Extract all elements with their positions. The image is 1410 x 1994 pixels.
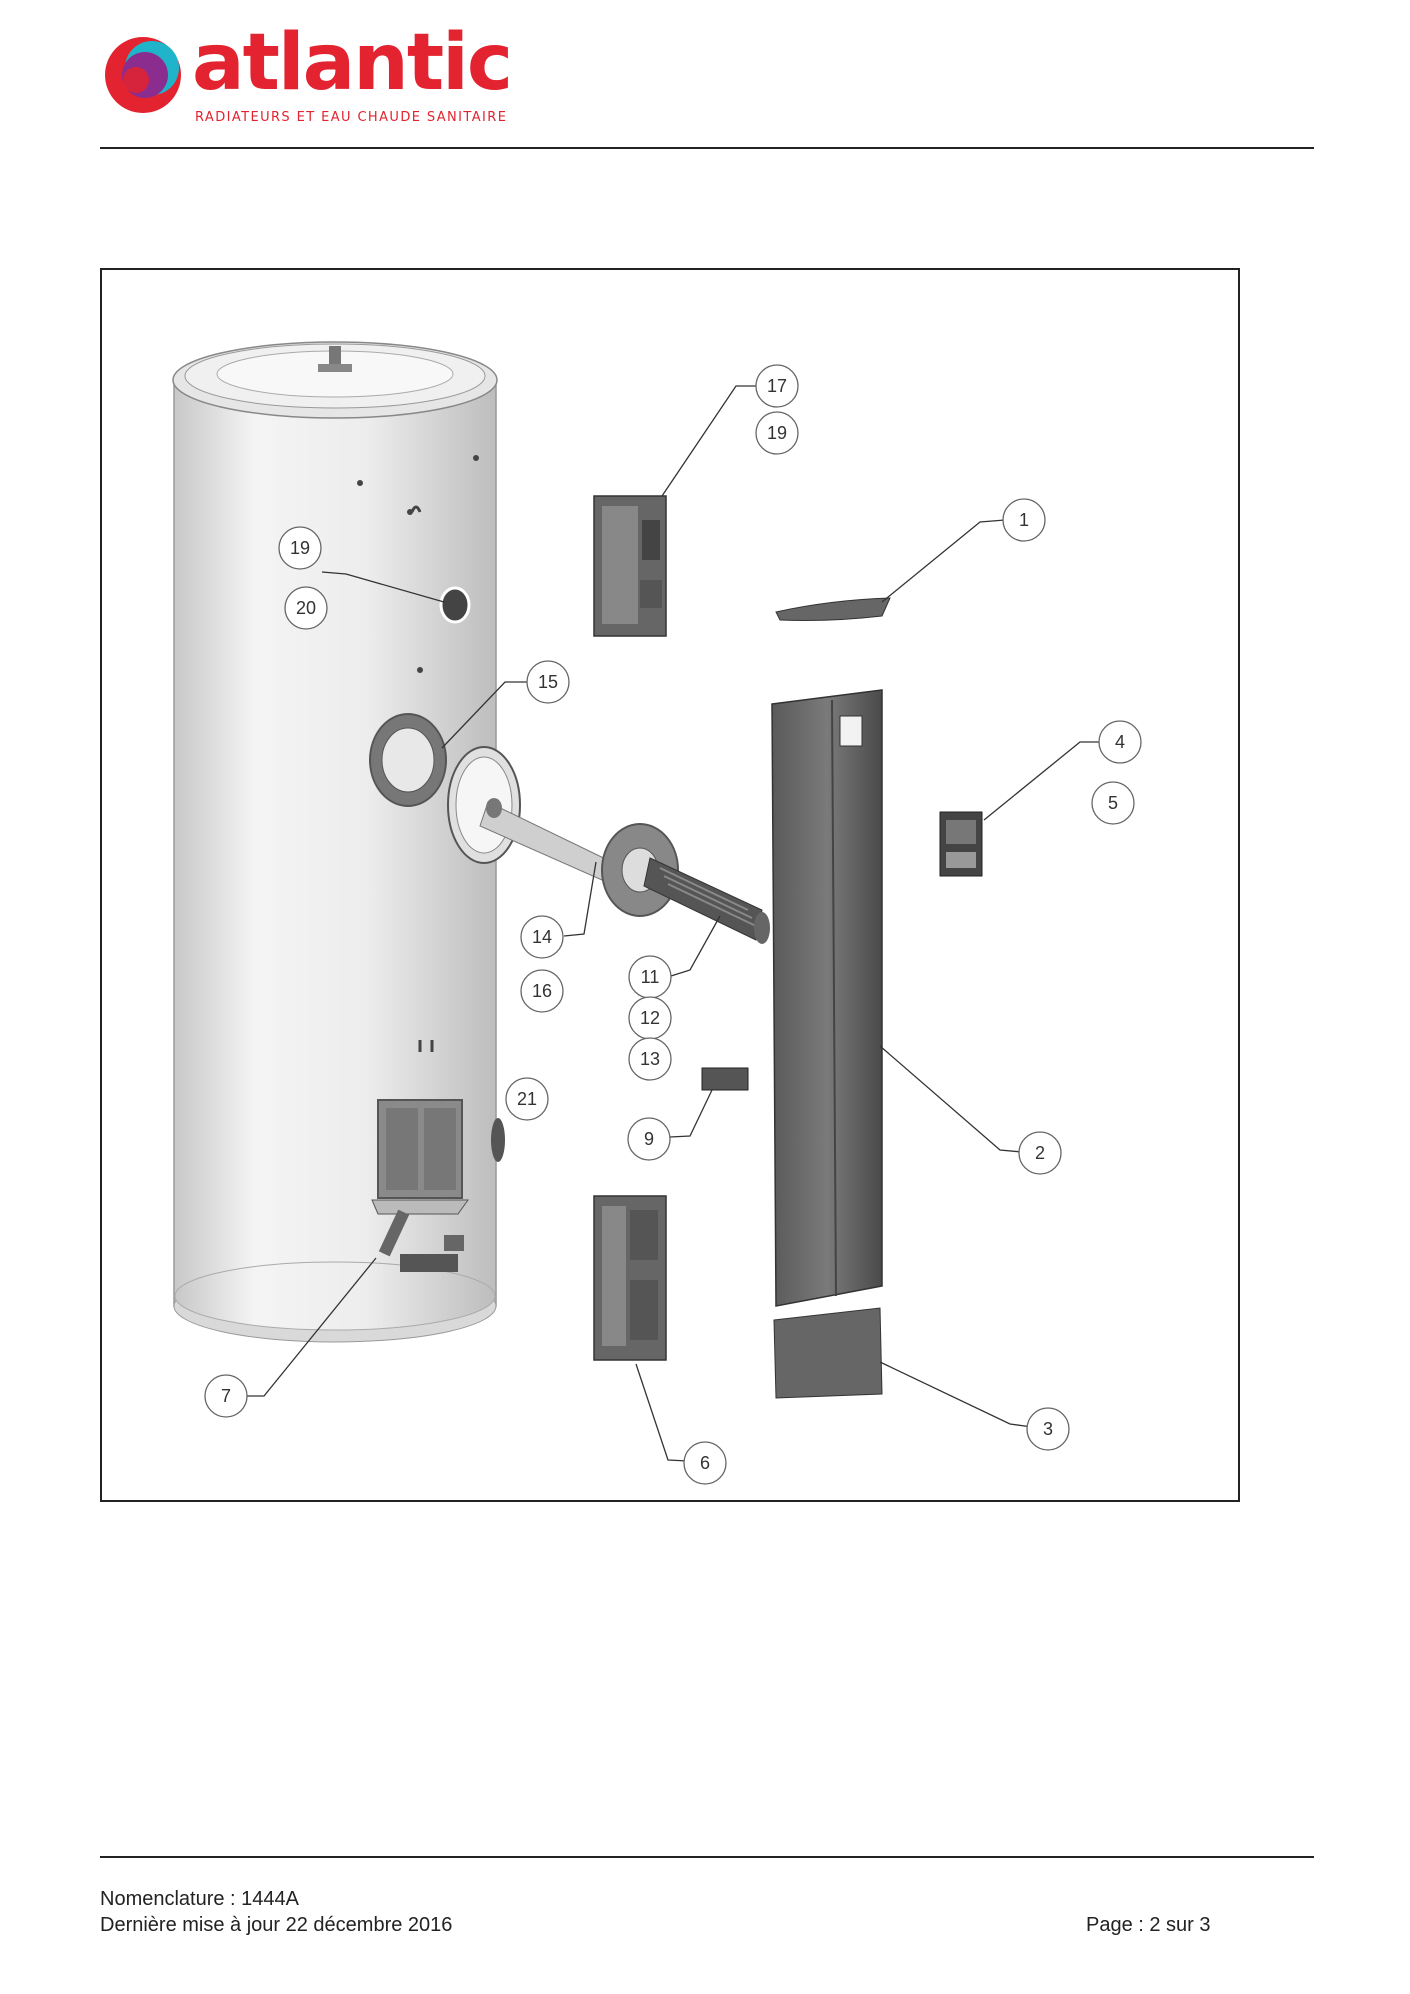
svg-text:12: 12 xyxy=(640,1008,660,1028)
callout-11: 11 xyxy=(628,955,672,999)
svg-text:2: 2 xyxy=(1035,1143,1045,1163)
callout-2: 2 xyxy=(1018,1131,1062,1175)
callout-16: 16 xyxy=(520,969,564,1013)
callout-5: 5 xyxy=(1091,781,1135,825)
svg-text:16: 16 xyxy=(532,981,552,1001)
footer-rule xyxy=(100,1856,1314,1858)
svg-text:1: 1 xyxy=(1019,510,1029,530)
svg-text:9: 9 xyxy=(644,1129,654,1149)
callout-20: 20 xyxy=(284,586,328,630)
callout-4: 4 xyxy=(1098,720,1142,764)
display-unit xyxy=(939,811,983,877)
front-panel xyxy=(771,689,883,1307)
svg-text:17: 17 xyxy=(767,376,787,396)
callout-3: 3 xyxy=(1026,1407,1070,1451)
svg-text:7: 7 xyxy=(221,1386,231,1406)
callout-19-upper: 19 xyxy=(755,411,799,455)
leader-lines xyxy=(244,385,1104,1462)
callout-19-tank: 19 xyxy=(278,526,322,570)
brand-tagline: RADIATEURS ET EAU CHAUDE SANITAIRE xyxy=(195,110,508,125)
svg-text:11: 11 xyxy=(641,967,660,987)
callout-15: 15 xyxy=(526,660,570,704)
callout-1: 1 xyxy=(1002,498,1046,542)
callout-7: 7 xyxy=(204,1374,248,1418)
lower-control-board xyxy=(593,1195,667,1361)
callout-14: 14 xyxy=(520,915,564,959)
callout-6: 6 xyxy=(683,1441,727,1485)
top-cap xyxy=(775,597,891,621)
svg-text:6: 6 xyxy=(700,1453,710,1473)
svg-text:19: 19 xyxy=(767,423,787,443)
upper-control-board xyxy=(593,495,667,637)
callout-13: 13 xyxy=(628,1037,672,1081)
callout-9: 9 xyxy=(627,1117,671,1161)
heating-element-assembly xyxy=(447,746,770,944)
callout-17: 17 xyxy=(755,364,799,408)
svg-text:14: 14 xyxy=(532,927,552,947)
svg-text:5: 5 xyxy=(1108,793,1118,813)
header-rule xyxy=(100,147,1314,149)
page-number: Page : 2 sur 3 xyxy=(1086,1914,1211,1936)
svg-text:21: 21 xyxy=(517,1089,537,1109)
brand-name: atlantic xyxy=(192,18,513,108)
svg-text:20: 20 xyxy=(296,598,316,618)
nomenclature-text: Nomenclature : 1444A xyxy=(100,1888,300,1910)
atlantic-logo: atlantic RADIATEURS ET EAU CHAUDE SANITA… xyxy=(100,24,520,130)
svg-text:13: 13 xyxy=(640,1049,660,1069)
logo-mark-icon xyxy=(105,37,181,113)
thermostat xyxy=(701,1067,749,1091)
bottom-cover xyxy=(773,1307,883,1399)
callout-21: 21 xyxy=(505,1077,549,1121)
last-update-text: Dernière mise à jour 22 décembre 2016 xyxy=(100,1914,453,1936)
svg-text:3: 3 xyxy=(1043,1419,1053,1439)
svg-text:15: 15 xyxy=(538,672,558,692)
tank xyxy=(172,341,505,1343)
exploded-view-frame xyxy=(100,268,1240,1502)
svg-text:19: 19 xyxy=(290,538,310,558)
callout-12: 12 xyxy=(628,996,672,1040)
svg-text:4: 4 xyxy=(1115,732,1125,752)
